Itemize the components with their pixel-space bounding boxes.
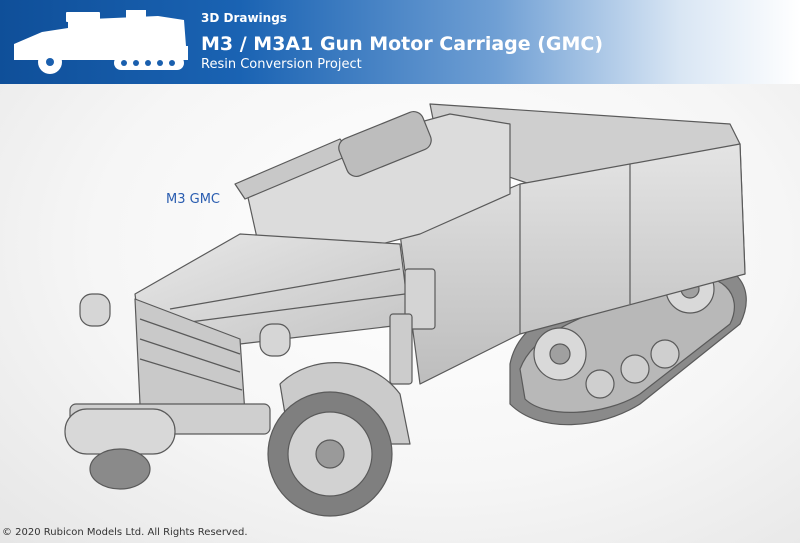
halftrack-silhouette-icon bbox=[14, 10, 188, 74]
vehicle-callout-label: M3 GMC bbox=[166, 192, 220, 207]
header-banner: 3D Drawings M3 / M3A1 Gun Motor Carriage… bbox=[0, 0, 800, 84]
halftrack-3d-render-icon bbox=[64, 103, 747, 517]
page-subtitle: Resin Conversion Project bbox=[201, 57, 362, 72]
copyright-notice: © 2020 Rubicon Models Ltd. All Rights Re… bbox=[2, 527, 248, 538]
page-title: M3 / M3A1 Gun Motor Carriage (GMC) bbox=[201, 33, 604, 55]
section-kicker: 3D Drawings bbox=[201, 11, 287, 25]
